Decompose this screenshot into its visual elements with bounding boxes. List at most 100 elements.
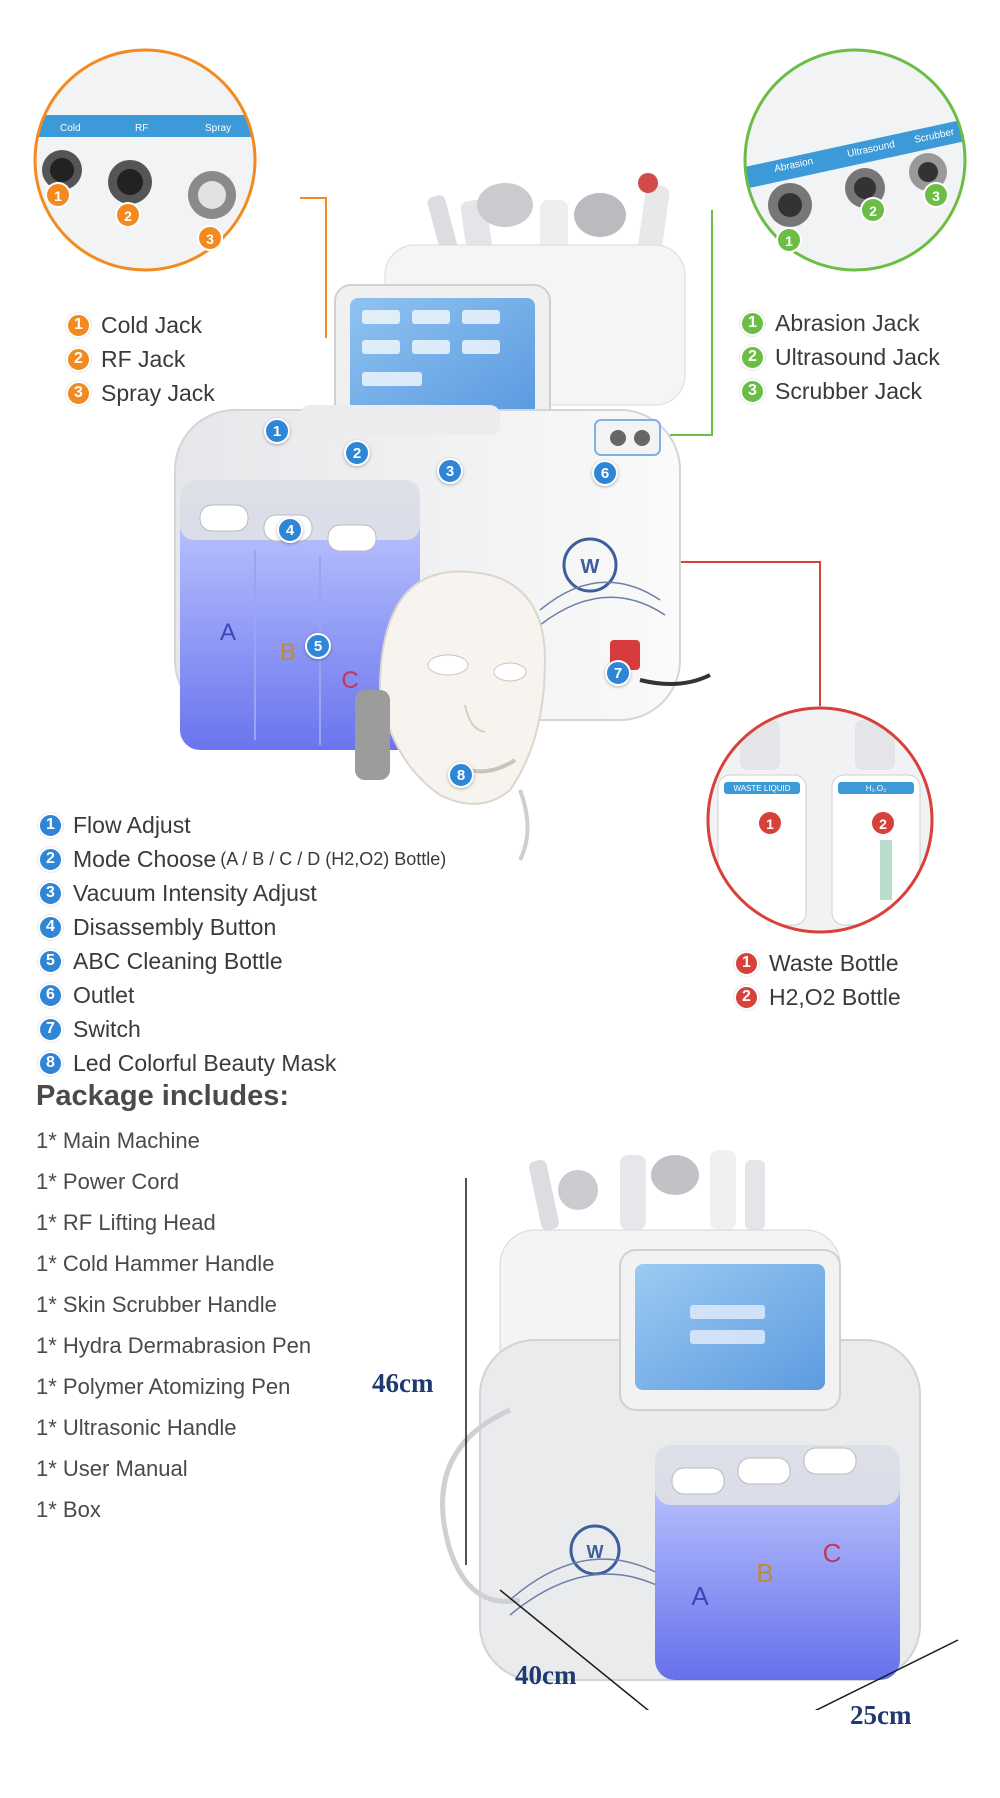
marker-disassembly-button: 4 <box>277 517 303 543</box>
legend-item: 1 Flow Adjust <box>38 808 446 842</box>
red-connector-line <box>675 561 821 706</box>
legend-item: 4 Disassembly Button <box>38 910 446 944</box>
number-badge: 5 <box>38 948 63 974</box>
legend-top-left: 1 Cold Jack 2 RF Jack 3 Spray Jack <box>66 308 215 410</box>
main-machine: W A B C <box>174 173 711 861</box>
jack-label-rf: RF <box>135 123 148 134</box>
bottle-letter-a: A <box>220 619 236 646</box>
legend-item: 6 Outlet <box>38 978 446 1012</box>
marker-cleaning-bottle: 5 <box>305 633 331 659</box>
dimension-lines <box>465 1178 959 1710</box>
left-jack-markers: 1 2 3 <box>45 182 223 251</box>
legend-label: Cold Jack <box>101 311 202 338</box>
svg-text:3: 3 <box>206 231 214 247</box>
legend-label: Ultrasound Jack <box>775 343 940 370</box>
legend-label: Spray Jack <box>101 379 215 406</box>
height-dimension-label: 46cm <box>372 1368 434 1398</box>
dim-bottle-letter-b: B <box>756 1558 773 1588</box>
package-item: 1* Box <box>36 1497 101 1522</box>
legend-label: Vacuum Intensity Adjust <box>73 879 317 906</box>
legend-label: Scrubber Jack <box>775 377 923 404</box>
legend-item: 1 Abrasion Jack <box>740 306 940 340</box>
svg-text:1: 1 <box>766 816 774 832</box>
legend-item: 1 Waste Bottle <box>734 946 901 980</box>
number-badge: 1 <box>38 812 63 838</box>
legend-label: Abrasion Jack <box>775 309 920 336</box>
svg-text:2: 2 <box>869 203 877 219</box>
svg-text:2: 2 <box>879 816 887 832</box>
cold-rf-spray-jack-closeup: Cold RF Spray <box>35 50 255 270</box>
legend-item: 3 Vacuum Intensity Adjust <box>38 876 446 910</box>
legend-label: Waste Bottle <box>769 949 899 976</box>
bottle-label-waste: WASTE LIQUID <box>733 784 790 793</box>
svg-text:1: 1 <box>54 188 62 204</box>
right-jack-markers: 1 2 3 <box>776 182 949 253</box>
package-item: 1* Skin Scrubber Handle <box>36 1292 277 1317</box>
package-item: 1* Main Machine <box>36 1128 200 1153</box>
bottle-letter-b: B <box>280 639 296 666</box>
bottle-markers: 1 2 <box>757 810 896 836</box>
marker-beauty-mask: 8 <box>448 762 474 788</box>
bottle-label-h2o2: H₂.O₂ <box>866 784 886 793</box>
package-item: 1* User Manual <box>36 1456 188 1481</box>
svg-text:1: 1 <box>785 233 793 249</box>
machine-diagram: Cold RF Spray 1 2 3 Abrasion Ultrasound … <box>33 48 967 934</box>
package-list: 1* Main Machine 1* Power Cord 1* RF Lift… <box>36 1128 311 1538</box>
svg-text:W: W <box>587 1542 604 1562</box>
number-badge: 1 <box>740 310 765 336</box>
legend-sublabel: (A / B / C / D (H2,O2) Bottle) <box>220 848 447 869</box>
marker-mode-choose: 2 <box>344 440 370 466</box>
marker-flow-adjust: 1 <box>264 418 290 444</box>
number-badge: 8 <box>38 1050 63 1076</box>
legend-item: 7 Switch <box>38 1012 446 1046</box>
number-badge: 2 <box>66 346 91 372</box>
number-badge: 3 <box>66 380 91 406</box>
package-item: 1* RF Lifting Head <box>36 1210 216 1235</box>
number-badge: 3 <box>38 880 63 906</box>
legend-item: 2 Ultrasound Jack <box>740 340 940 374</box>
number-badge: 6 <box>38 982 63 1008</box>
number-badge: 2 <box>734 984 759 1010</box>
svg-text:3: 3 <box>932 188 940 204</box>
legend-label: Flow Adjust <box>73 811 191 838</box>
legend-label: Led Colorful Beauty Mask <box>73 1049 337 1076</box>
marker-vacuum-intensity: 3 <box>437 458 463 484</box>
number-badge: 1 <box>66 312 91 338</box>
dim-bottle-letter-a: A <box>691 1581 709 1611</box>
legend-item: 3 Spray Jack <box>66 376 215 410</box>
package-item: 1* Ultrasonic Handle <box>36 1415 237 1440</box>
jack-label-cold: Cold <box>60 123 81 134</box>
dim-bottle-letter-c: C <box>823 1538 842 1568</box>
legend-label: RF Jack <box>101 345 186 372</box>
legend-item: 1 Cold Jack <box>66 308 215 342</box>
marker-switch: 7 <box>605 660 631 686</box>
package-title: Package includes: <box>36 1080 290 1112</box>
legend-label: Disassembly Button <box>73 913 277 940</box>
number-badge: 1 <box>734 950 759 976</box>
number-badge: 7 <box>38 1016 63 1042</box>
legend-label: Outlet <box>73 981 135 1008</box>
width-dimension-label: 40cm <box>515 1660 577 1690</box>
package-item: 1* Polymer Atomizing Pen <box>36 1374 291 1399</box>
package-item: 1* Cold Hammer Handle <box>36 1251 275 1276</box>
number-badge: 2 <box>740 344 765 370</box>
number-badge: 4 <box>38 914 63 940</box>
package-item: 1* Hydra Dermabrasion Pen <box>36 1333 312 1358</box>
green-connector-line <box>670 210 713 436</box>
number-badge: 2 <box>38 846 63 872</box>
orange-connector-line <box>300 197 327 338</box>
bottle-letter-c: C <box>341 667 358 694</box>
svg-text:2: 2 <box>124 208 132 224</box>
jack-label-spray: Spray <box>205 123 231 134</box>
marker-outlet: 6 <box>592 460 618 486</box>
svg-text:W: W <box>581 556 600 578</box>
legend-item: 2 RF Jack <box>66 342 215 376</box>
package-item: 1* Power Cord <box>36 1169 180 1194</box>
depth-dimension-label: 25cm <box>850 1700 912 1730</box>
legend-label: Switch <box>73 1015 141 1042</box>
